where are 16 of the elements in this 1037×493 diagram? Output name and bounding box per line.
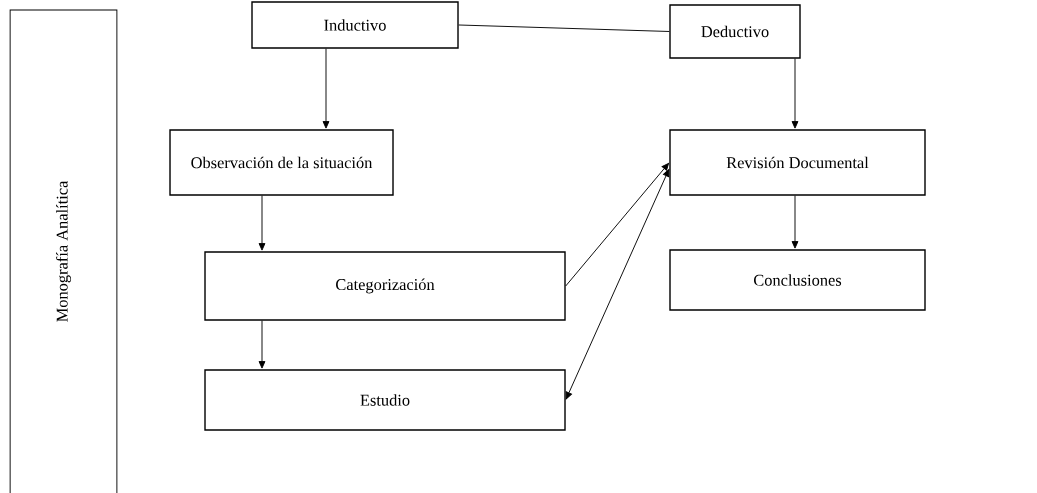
process-box: Estudio: [204, 369, 566, 431]
process-box: Deductivo: [669, 4, 801, 59]
arrow: [791, 58, 799, 129]
side-band: Monografía Analítica: [9, 9, 118, 493]
arrow: [258, 320, 266, 369]
process-box: Observación de la situación: [169, 129, 394, 196]
connector-line: [458, 24, 670, 32]
process-box: Inductivo: [251, 1, 459, 49]
arrow: [565, 169, 670, 400]
process-box: Conclusiones: [669, 249, 926, 311]
process-box: Categorización: [204, 251, 566, 321]
arrow: [258, 195, 266, 251]
arrow: [791, 195, 799, 249]
arrow: [322, 48, 330, 129]
process-box: Revisión Documental: [669, 129, 926, 196]
arrow: [565, 162, 669, 287]
